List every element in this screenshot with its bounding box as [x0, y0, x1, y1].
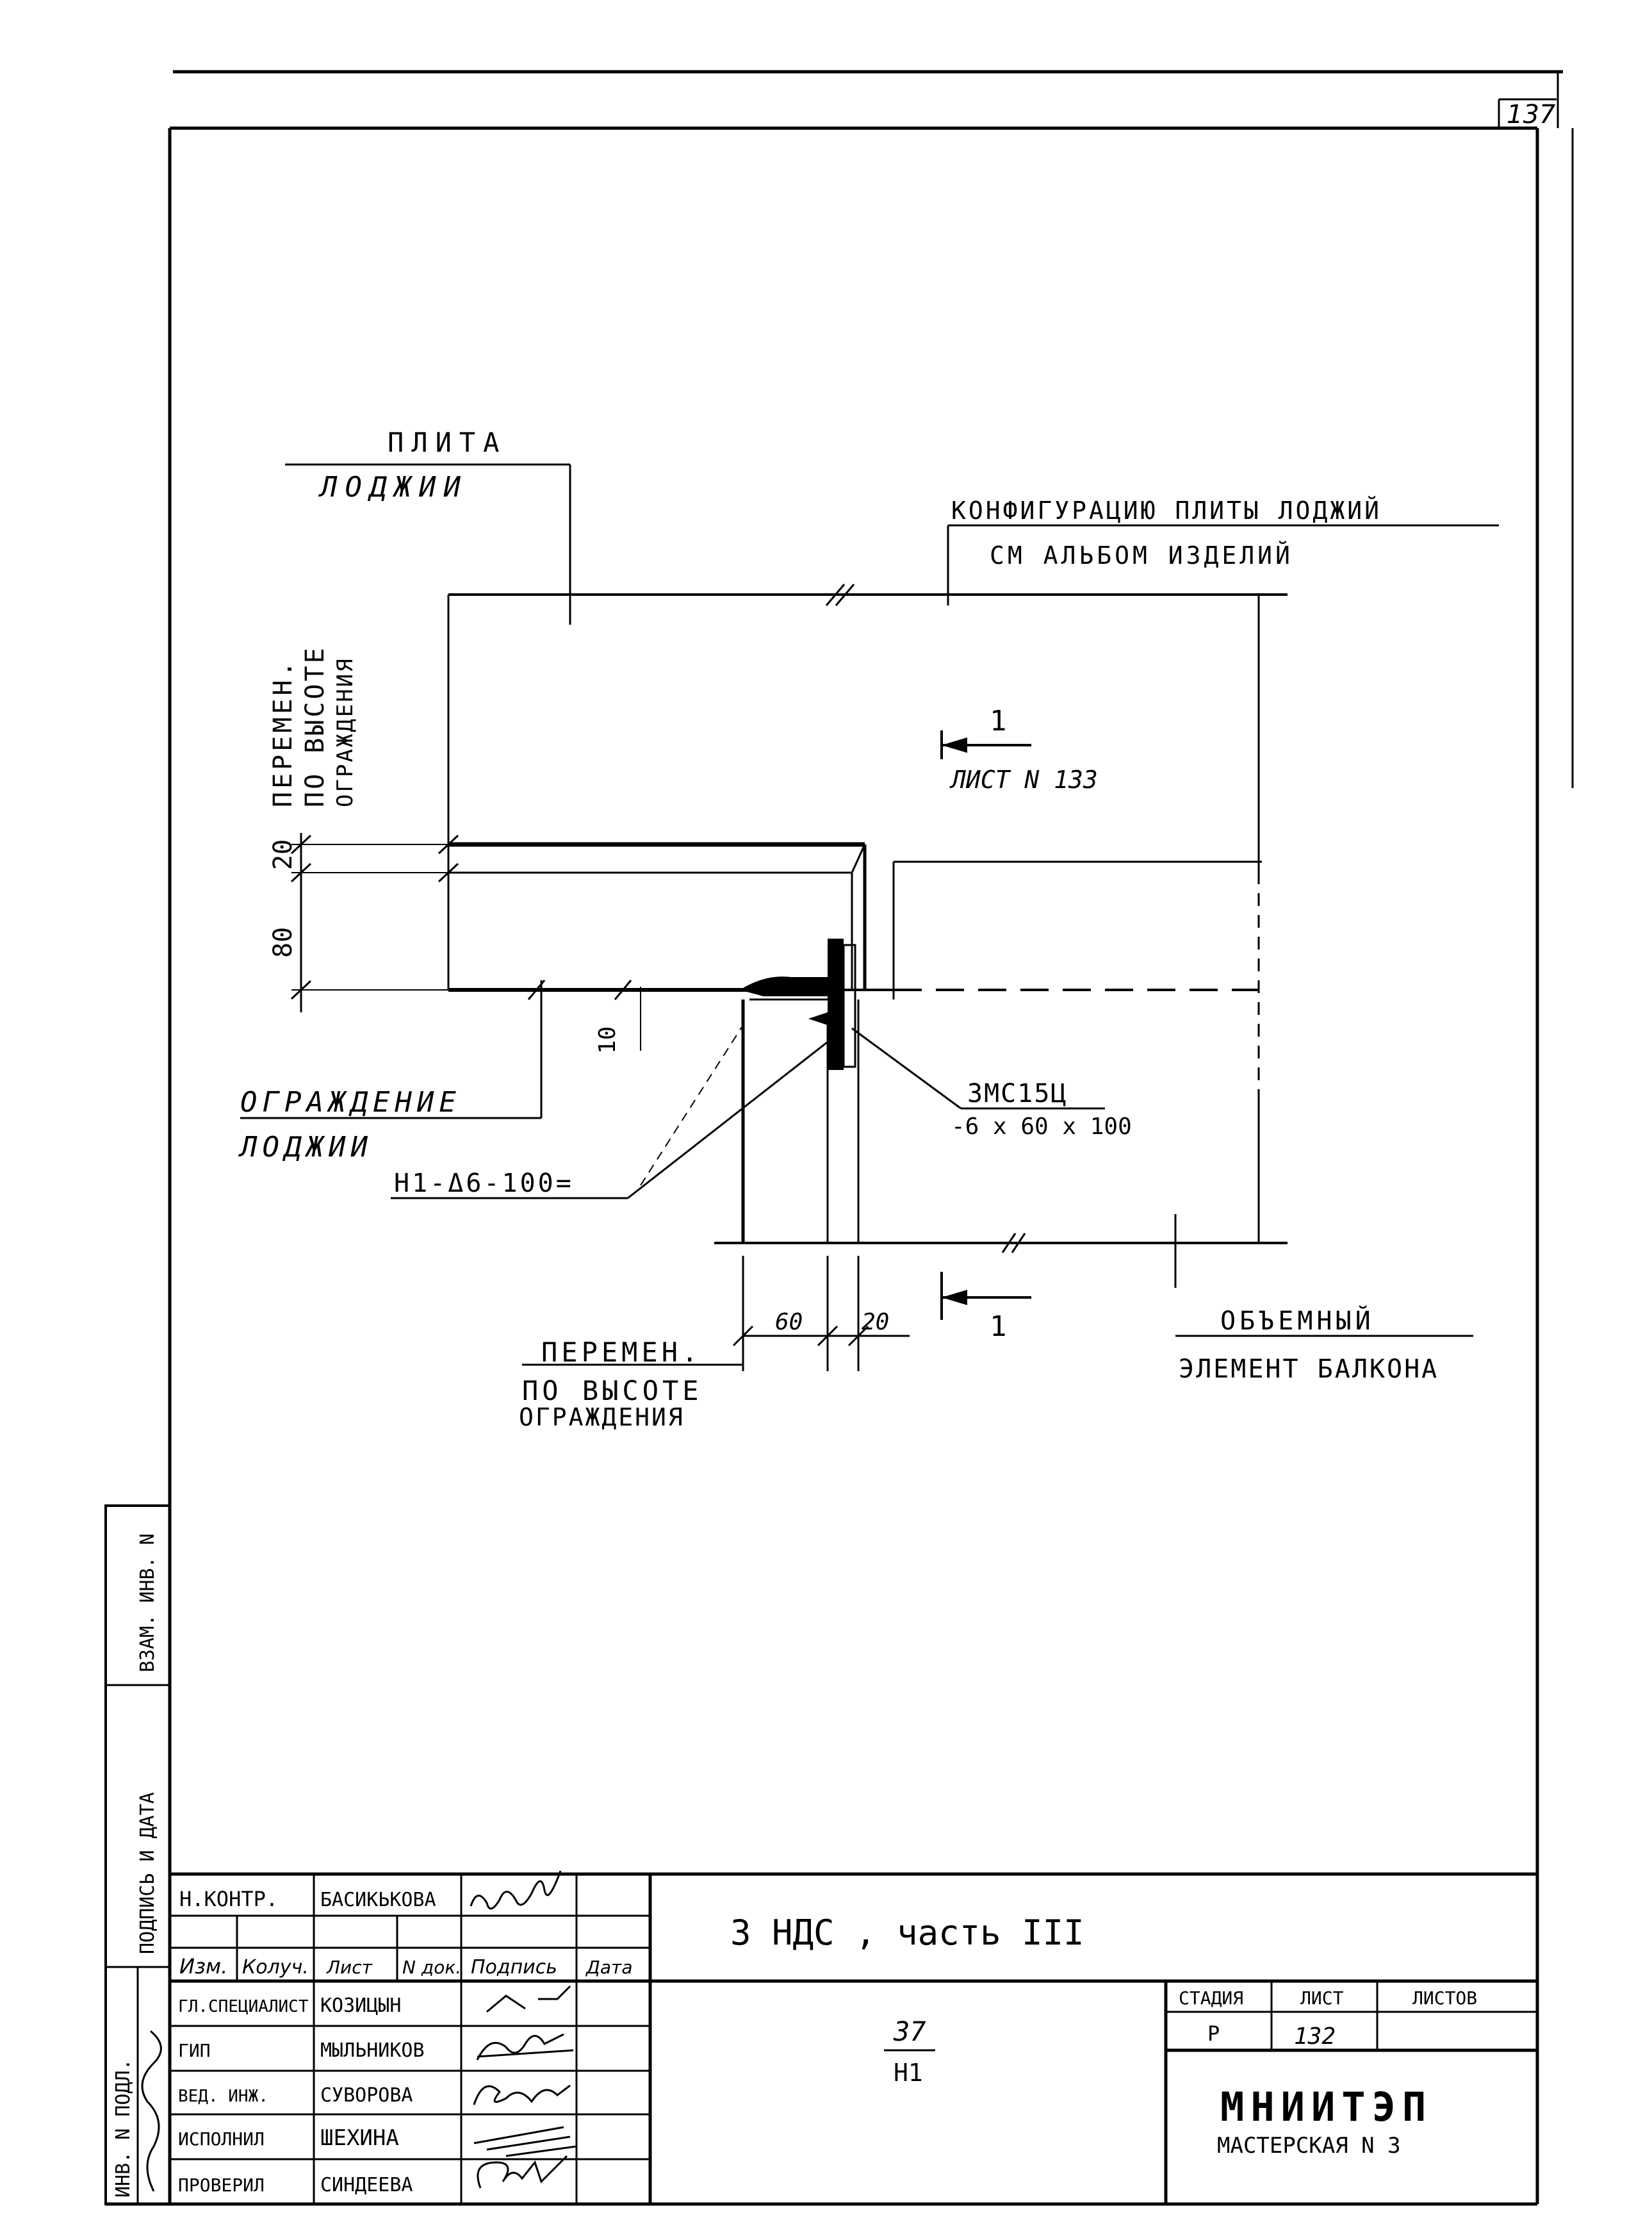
- header-ndok: N док.: [402, 1957, 461, 1978]
- org-name: МНИИТЭП: [1220, 2084, 1432, 2130]
- header-koluch: Колуч.: [242, 1956, 309, 1979]
- leaders: [240, 463, 1499, 1366]
- section-top-reference: ЛИСТ N 133: [949, 766, 1098, 794]
- dim-bottom-20: 20: [862, 1309, 889, 1335]
- label-vertical-1: ПЕРЕМЕН.: [268, 658, 298, 807]
- row-role-3: ВЕД. ИНЖ.: [178, 2087, 268, 2106]
- nkontr-role: Н.КОНТР.: [179, 1887, 278, 1911]
- label-plate-bottom: ЛОДЖИИ: [318, 471, 468, 504]
- loggia-plate: [447, 584, 1288, 1243]
- header-list: Лист: [326, 1957, 373, 1978]
- label-vertical-3: ОГРАЖДЕНИЯ: [332, 657, 358, 807]
- side-stamp-signature: [141, 2030, 162, 2192]
- label-fence-top: ОГРАЖДЕНИЕ: [240, 1086, 461, 1119]
- corner-sheet-number: 137: [1507, 100, 1556, 129]
- label-config-top: КОНФИГУРАЦИЮ ПЛИТЫ ЛОДЖИЙ: [951, 497, 1382, 525]
- row-name-2: МЫЛЬНИКОВ: [320, 2039, 425, 2062]
- label-volume-top: ОБЪЕМНЫЙ: [1220, 1305, 1375, 1336]
- section-bottom-number: 1: [990, 1310, 1007, 1343]
- fence-slab: [448, 842, 1262, 1000]
- drawing-code-top: 37: [893, 2016, 926, 2047]
- embedded-plate: [740, 939, 856, 1070]
- drawing-code-bottom: Н1: [894, 2059, 923, 2087]
- row-signatures: [473, 1985, 577, 2189]
- row-role-4: ИСПОЛНИЛ: [178, 2128, 265, 2150]
- dim-80: 80: [268, 927, 298, 958]
- section-marker-bottom: [940, 1272, 1031, 1320]
- section-marker-top: [940, 730, 1031, 759]
- project-title: 3 НДС , часть III: [730, 1913, 1084, 1953]
- row-role-2: ГИП: [178, 2040, 211, 2061]
- side-stamp-vzam: ВЗАМ. ИНВ. N: [136, 1533, 159, 1672]
- label-bottom-var-1: ПЕРЕМЕН.: [541, 1337, 701, 1368]
- sheet-value: 132: [1294, 2023, 1336, 2050]
- section-top-number: 1: [990, 705, 1007, 737]
- dim-10: 10: [594, 1026, 621, 1054]
- row-role-5: ПРОВЕРИЛ: [178, 2175, 265, 2196]
- org-subtitle: МАСТЕРСКАЯ N 3: [1217, 2133, 1401, 2159]
- label-rebar: Н1-Δ6-100=: [394, 1169, 574, 1198]
- sheets-label: ЛИСТОВ: [1412, 1987, 1477, 2009]
- label-bottom-var-3: ОГРАЖДЕНИЯ: [519, 1403, 685, 1431]
- header-izm: Изм.: [179, 1954, 227, 1979]
- label-bottom-var-2: ПО ВЫСОТЕ: [522, 1375, 703, 1406]
- title-block-grid: [170, 1872, 1537, 2204]
- row-role-1: ГЛ.СПЕЦИАЛИСТ: [178, 1997, 309, 2016]
- sheet-label: ЛИСТ: [1300, 1987, 1344, 2009]
- sheet-frame: [106, 70, 1574, 2206]
- label-weld-bottom: -6 х 60 х 100: [951, 1114, 1132, 1140]
- side-stamp: [104, 1504, 171, 2205]
- dim-bottom-60: 60: [775, 1309, 803, 1335]
- dimension-left: [290, 833, 641, 1051]
- row-name-3: СУВОРОВА: [320, 2084, 413, 2107]
- label-config-bottom: СМ АЛЬБОМ ИЗДЕЛИЙ: [990, 541, 1293, 570]
- label-volume-bottom: ЭЛЕМЕНТ БАЛКОНА: [1179, 1354, 1439, 1384]
- dimension-bottom: [732, 1325, 910, 1352]
- dim-20: 20: [268, 839, 298, 870]
- row-name-5: СИНДЕЕВА: [320, 2174, 413, 2196]
- label-plate-top: ПЛИТА: [388, 427, 507, 458]
- label-fence-bottom: ЛОДЖИИ: [238, 1131, 373, 1164]
- stage-label: СТАДИЯ: [1179, 1987, 1243, 2009]
- label-weld-top: 3МС15Ц: [967, 1079, 1068, 1108]
- side-stamp-inv: ИНВ. N ПОДЛ.: [112, 2059, 135, 2198]
- row-name-4: ШЕХИНА: [320, 2125, 399, 2151]
- side-stamp-podpis: ПОДПИСЬ И ДАТА: [136, 1792, 159, 1954]
- row-name-1: КОЗИЦЫН: [320, 1995, 401, 2017]
- label-vertical-2: ПО ВЫСОТЕ: [300, 645, 330, 807]
- nkontr-signature: [470, 1870, 562, 1910]
- header-podpis: Подпись: [471, 1956, 557, 1979]
- nkontr-name: БАСИКЬКОВА: [320, 1889, 436, 1911]
- stage-value: Р: [1207, 2021, 1220, 2046]
- header-data: Дата: [585, 1957, 633, 1978]
